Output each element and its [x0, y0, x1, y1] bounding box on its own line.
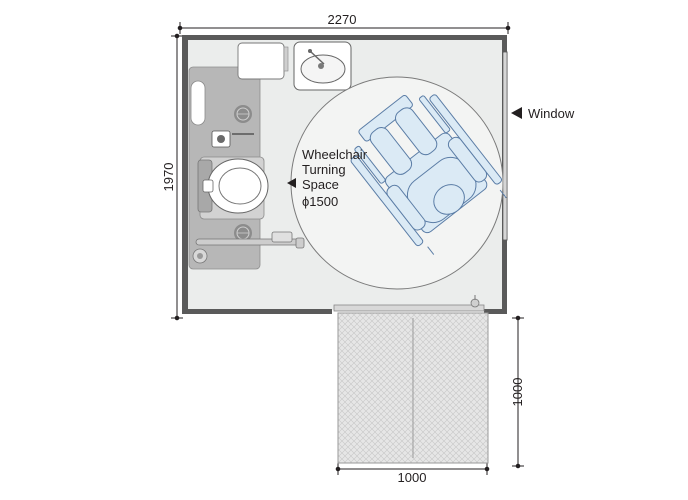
turning-space-label: Wheelchair Turning Space ϕ1500	[287, 147, 368, 209]
dimension-left	[171, 33, 183, 321]
room-depth-label: 1970	[161, 163, 176, 192]
room-width-label: 2270	[328, 12, 357, 27]
ramp	[337, 312, 489, 464]
ramp-depth-label: 1000	[510, 378, 525, 407]
flush-pedal[interactable]	[192, 248, 208, 264]
urinal[interactable]	[190, 80, 206, 126]
cabinet	[237, 42, 285, 80]
drain-icon	[234, 105, 252, 123]
window-text: Window	[528, 106, 575, 121]
toilet[interactable]	[197, 156, 269, 220]
turning-space-line2: Turning	[302, 162, 346, 177]
sink[interactable]	[293, 41, 352, 91]
dimension-bottom-ramp	[335, 463, 490, 475]
turning-space-line1: Wheelchair	[302, 147, 368, 162]
wheelchair-icon	[350, 94, 507, 255]
dimension-right-ramp	[512, 315, 524, 469]
faucet-icon	[211, 130, 254, 148]
door-threshold	[333, 304, 485, 312]
ramp-width-label: 1000	[398, 470, 427, 485]
turning-space-line3: Space	[302, 177, 339, 192]
dimension-top	[177, 22, 511, 34]
triangle-left-icon	[511, 107, 522, 119]
triangle-left-icon	[287, 178, 296, 188]
window-label: Window	[511, 106, 575, 121]
turning-space-diameter: ϕ1500	[302, 194, 338, 209]
door-stopper	[470, 298, 480, 308]
grab-bar	[195, 231, 305, 249]
